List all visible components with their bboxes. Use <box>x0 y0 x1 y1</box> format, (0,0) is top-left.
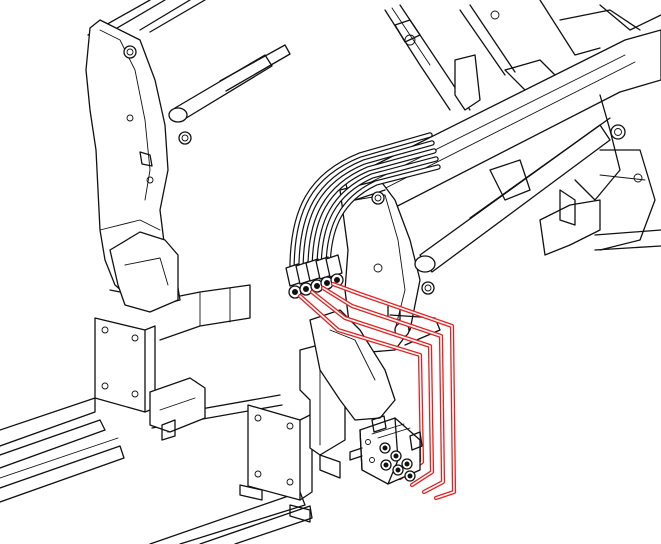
pivot-bolt-icon <box>123 45 137 59</box>
pivot-bolt-icon <box>371 191 385 205</box>
mounting-frame <box>0 284 346 544</box>
hose-fitting-icon <box>325 254 344 287</box>
valve-port-icon <box>401 458 413 470</box>
valve-port-icon <box>390 450 402 462</box>
left-loader-arm <box>85 0 291 313</box>
valve-port-icon <box>392 464 404 476</box>
hydraulic-hose-bundle <box>285 132 441 299</box>
valve-port-icon <box>379 442 391 454</box>
right-loader-arm <box>309 0 661 421</box>
control-valve-block <box>349 415 423 485</box>
pivot-bolt-icon <box>610 124 626 140</box>
valve-port-icon <box>380 459 392 471</box>
valve-port-icon <box>404 470 416 482</box>
pivot-bolt-icon <box>178 131 192 145</box>
pivot-bolt-icon <box>421 281 435 295</box>
